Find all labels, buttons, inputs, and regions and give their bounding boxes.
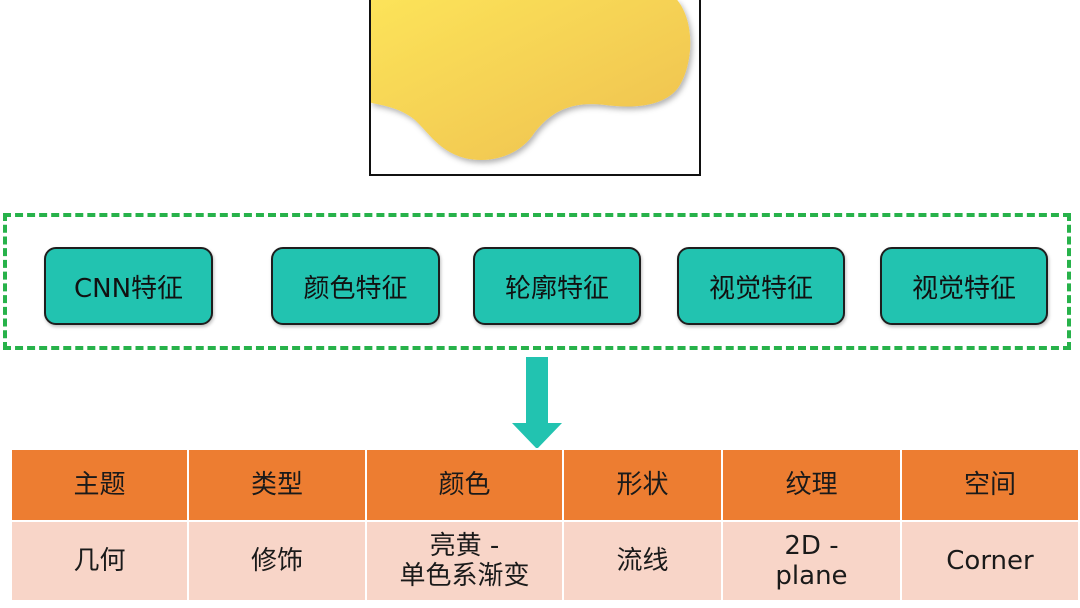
- cell-line: 2D -: [784, 531, 839, 561]
- header-space: 空间: [900, 448, 1080, 522]
- feature-group: CNN特征 颜色特征 轮廓特征 视觉特征 视觉特征: [3, 213, 1071, 350]
- cell-line: 几何: [73, 546, 126, 576]
- table-row: 几何 修饰 亮黄 - 单色系渐变 流线 2D - plane Corner: [10, 520, 1080, 602]
- cell-line: plane: [775, 561, 848, 591]
- cell-shape: 流线: [562, 520, 723, 602]
- cell-line: 修饰: [250, 546, 303, 576]
- attribute-table: 主题 类型 颜色 形状 纹理 空间 几何 修饰 亮黄 - 单色系渐变 流线 2D…: [10, 448, 1080, 602]
- header-theme: 主题: [10, 448, 189, 522]
- feature-contour: 轮廓特征: [473, 247, 641, 325]
- down-arrow-icon: [512, 357, 562, 449]
- header-type: 类型: [187, 448, 367, 522]
- feature-visual-1: 视觉特征: [677, 247, 845, 325]
- feature-cnn: CNN特征: [44, 247, 213, 325]
- feature-visual-2: 视觉特征: [880, 247, 1048, 325]
- header-shape: 形状: [562, 448, 723, 522]
- header-color: 颜色: [365, 448, 564, 522]
- cell-space: Corner: [900, 520, 1080, 602]
- sample-image: [369, 0, 701, 176]
- cell-theme: 几何: [10, 520, 189, 602]
- cell-line: Corner: [946, 546, 1034, 576]
- cell-line: 单色系渐变: [399, 561, 530, 591]
- cell-texture: 2D - plane: [721, 520, 902, 602]
- cell-type: 修饰: [187, 520, 367, 602]
- cell-line: 亮黄 -: [429, 531, 500, 561]
- table-header-row: 主题 类型 颜色 形状 纹理 空间: [10, 448, 1080, 522]
- feature-color: 颜色特征: [271, 247, 440, 325]
- cell-color: 亮黄 - 单色系渐变: [365, 520, 564, 602]
- yellow-blob-graphic: [371, 0, 691, 161]
- header-texture: 纹理: [721, 448, 902, 522]
- cell-line: 流线: [616, 546, 669, 576]
